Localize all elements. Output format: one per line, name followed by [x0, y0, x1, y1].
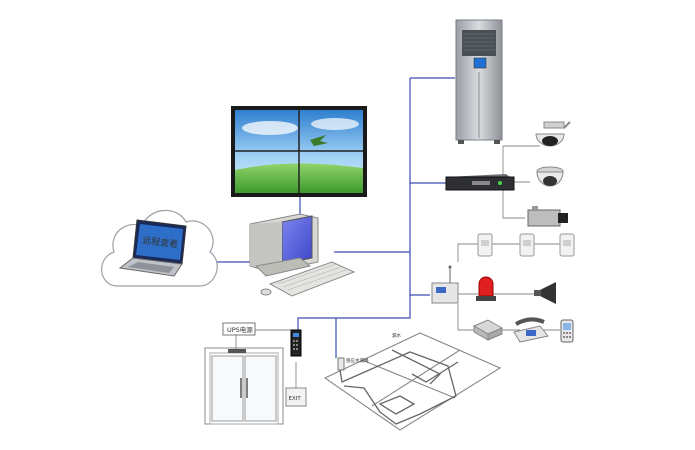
modem-icon — [472, 319, 504, 341]
box-camera-icon — [527, 206, 568, 227]
exit-label: EXIT — [289, 396, 302, 402]
dome-camera-icon — [535, 121, 571, 147]
connection-lines — [205, 77, 455, 358]
pir-detector-icon — [519, 233, 535, 257]
strobe-siren-icon — [476, 276, 496, 301]
precision-air-conditioner-icon — [455, 19, 503, 144]
laptop-icon: 远程查看 — [118, 219, 187, 277]
exit-button-icon: EXIT — [285, 387, 307, 407]
pir-detector-icon — [477, 233, 493, 257]
access-controller-icon — [290, 329, 302, 357]
ups-box: UPS电源 — [222, 322, 256, 336]
door-icon — [204, 347, 284, 425]
ups-label: UPS电源 — [227, 325, 253, 334]
alarm-host-icon — [431, 265, 459, 304]
floor-label: 漏水 — [392, 332, 401, 339]
leak-cable-label: 感应水漏绳 — [346, 357, 369, 364]
workstation-icon — [249, 213, 356, 297]
dome-camera-icon — [536, 166, 564, 187]
telephone-icon — [513, 317, 549, 343]
video-wall-icon — [231, 106, 367, 197]
pir-detector-icon — [559, 233, 575, 257]
water-leak-cable-icon: 感应水漏绳 漏水 — [323, 332, 502, 431]
dvr-icon — [445, 174, 515, 191]
horn-speaker-icon — [534, 282, 556, 304]
mobile-phone-icon — [560, 319, 574, 343]
